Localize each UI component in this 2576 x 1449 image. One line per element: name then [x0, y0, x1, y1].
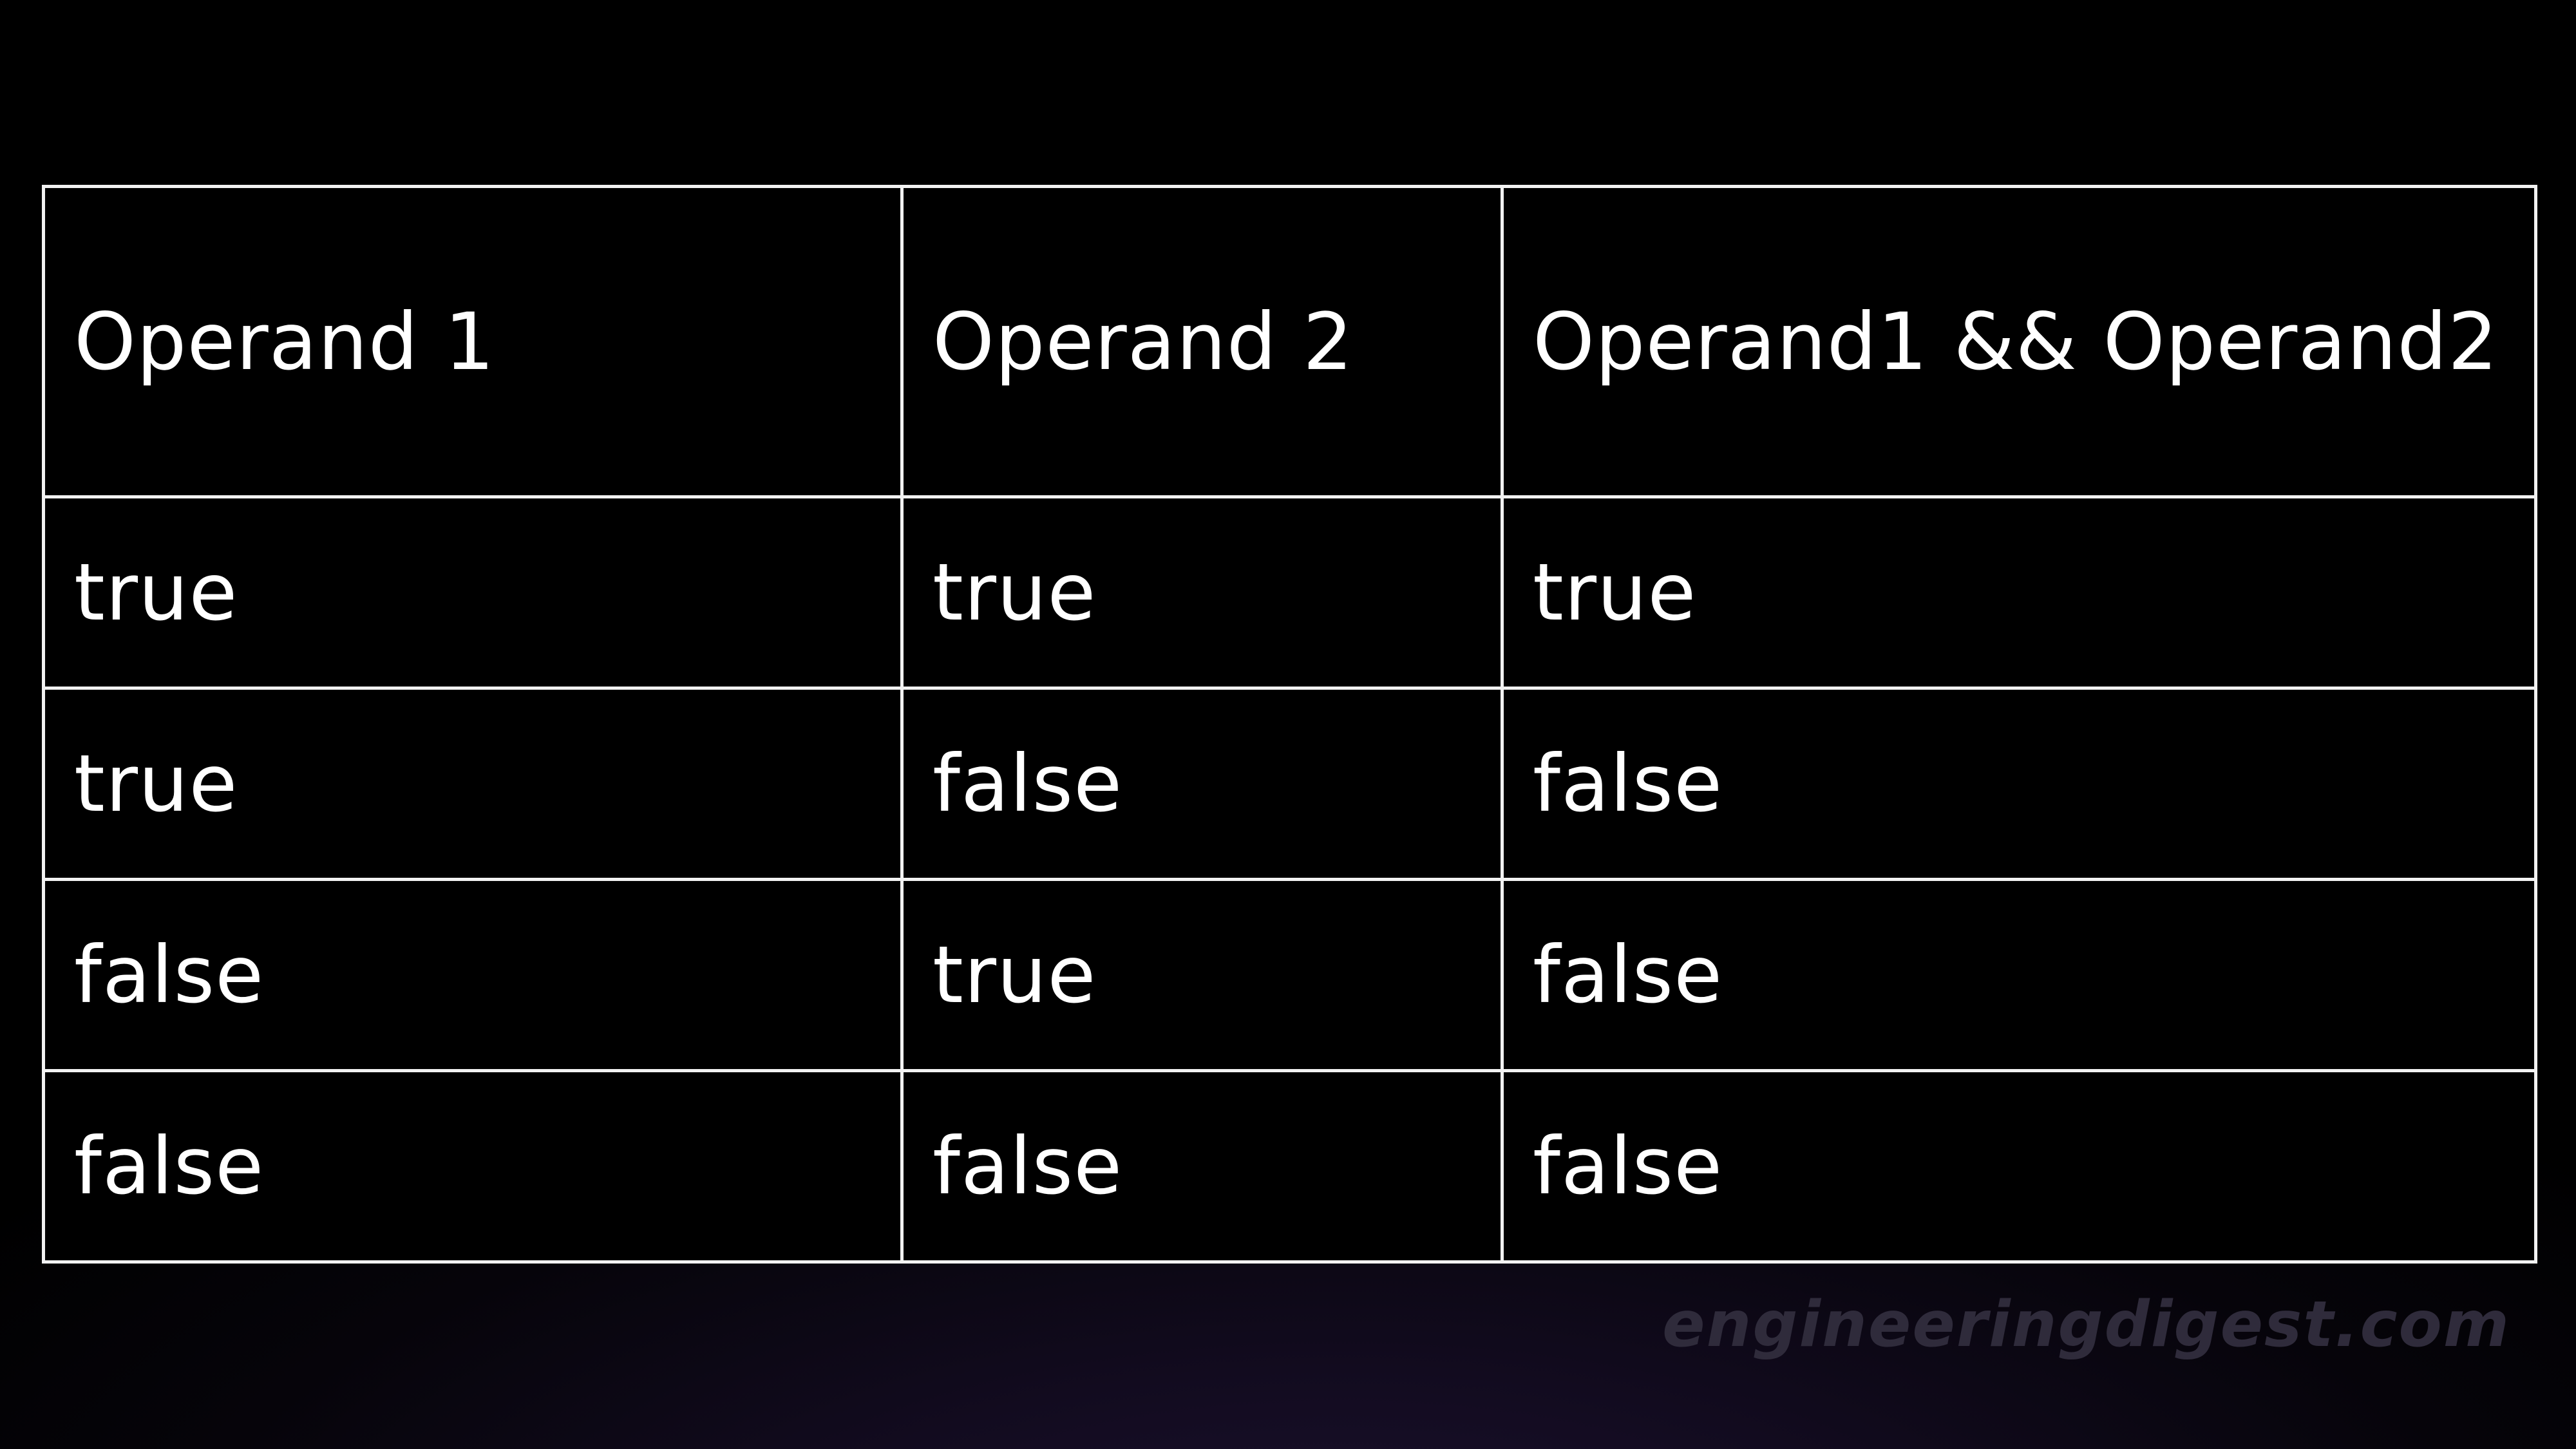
cell-operand-1: true — [42, 495, 904, 690]
table-row: true true true — [42, 495, 2537, 690]
table-row: false false false — [42, 1069, 2537, 1264]
watermark-text: engineeringdigest.com — [1662, 1288, 2510, 1361]
truth-table: Operand 1 Operand 2 Operand1 && Operand2… — [42, 185, 2537, 1264]
table-body: true true true true false false false tr… — [42, 495, 2537, 1264]
cell-operand-2: false — [900, 687, 1504, 881]
cell-operand-1: false — [42, 1069, 904, 1264]
cell-operand-2: false — [900, 1069, 1504, 1264]
header-operand-2: Operand 2 — [900, 185, 1504, 498]
header-row: Operand 1 Operand 2 Operand1 && Operand2 — [42, 185, 2537, 498]
table-row: true false false — [42, 687, 2537, 881]
cell-result: false — [1501, 687, 2537, 881]
header-operand-1: Operand 1 — [42, 185, 904, 498]
table-header: Operand 1 Operand 2 Operand1 && Operand2 — [42, 185, 2537, 498]
cell-result: true — [1501, 495, 2537, 690]
header-and-result: Operand1 && Operand2 — [1501, 185, 2537, 498]
cell-operand-1: false — [42, 878, 904, 1072]
cell-operand-2: true — [900, 878, 1504, 1072]
table-row: false true false — [42, 878, 2537, 1072]
cell-result: false — [1501, 878, 2537, 1072]
cell-result: false — [1501, 1069, 2537, 1264]
cell-operand-1: true — [42, 687, 904, 881]
cell-operand-2: true — [900, 495, 1504, 690]
